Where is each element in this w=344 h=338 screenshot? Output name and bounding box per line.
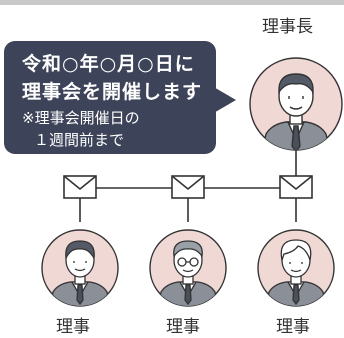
mail-icon [279,175,313,199]
bubble-line-announce: 理事会を開催します [22,81,203,103]
chairperson-label: 理事長 [262,17,313,37]
bubble-line-note: ※理事会開催日の [22,109,140,127]
member-avatar [257,229,335,307]
member-label: 理事 [56,317,90,337]
member-label: 理事 [276,317,310,337]
chairperson-avatar [249,57,343,151]
speech-bubble-tail [212,86,236,114]
top-divider [0,0,344,5]
mail-icon [63,175,97,199]
mail-icon [171,175,205,199]
bubble-line-date: 令和○年○月○日に [22,53,195,75]
bubble-line-deadline: １週間前まで [34,131,125,149]
member-label: 理事 [166,317,200,337]
member-avatar [149,229,227,307]
member-avatar [41,229,119,307]
speech-bubble: 令和○年○月○日に 理事会を開催します ※理事会開催日の １週間前まで [4,41,216,154]
